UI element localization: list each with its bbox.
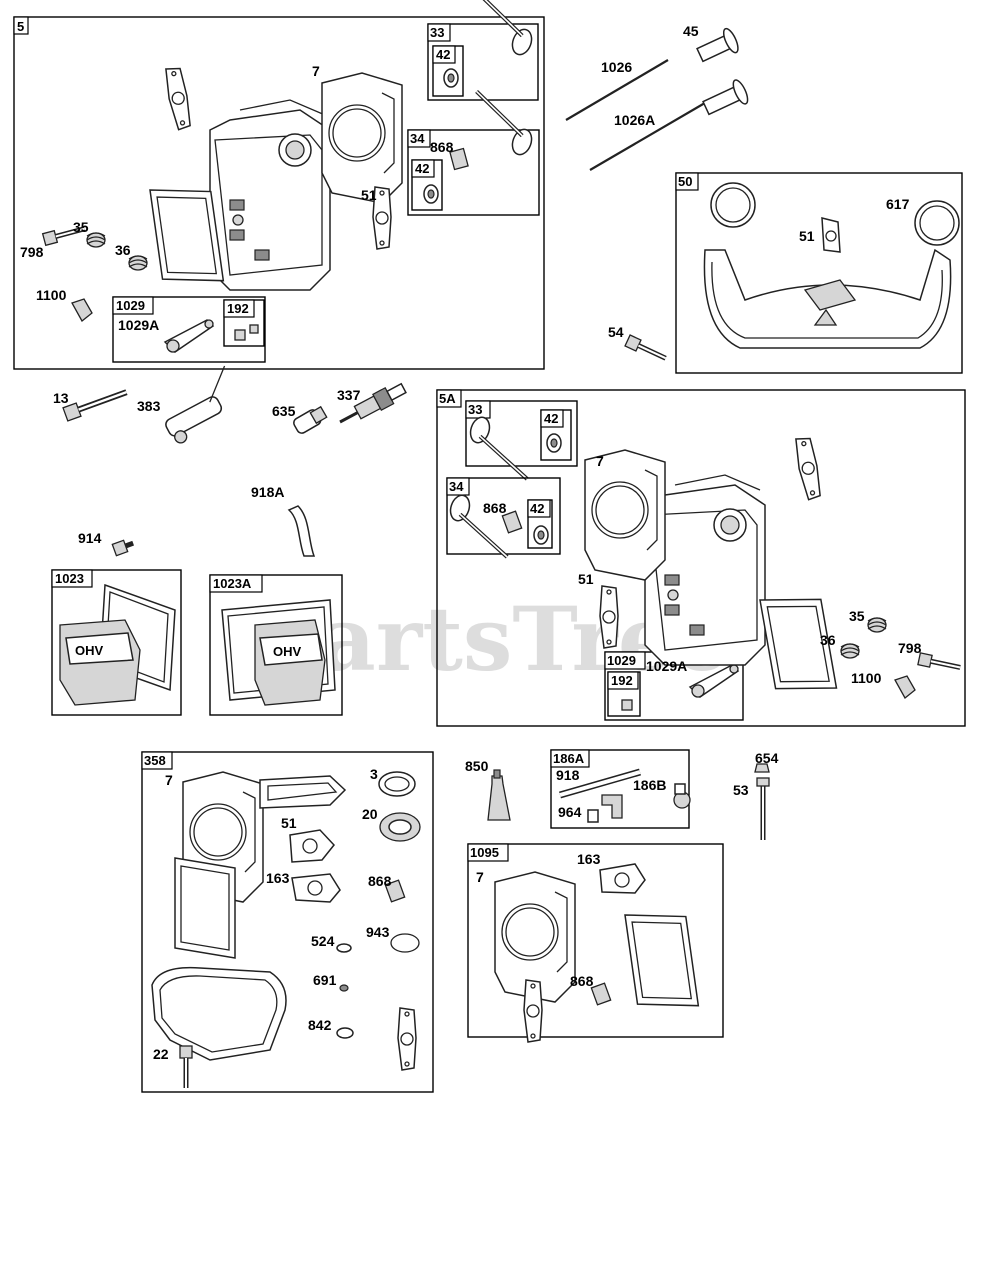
label-914: 914 [78, 530, 102, 546]
tag-5-42b: 42 [415, 161, 429, 176]
tag-1023: 1023 [55, 571, 84, 586]
label-50-617: 617 [886, 196, 910, 212]
label-358-868: 868 [368, 873, 392, 889]
label-5-868: 868 [430, 139, 454, 155]
label-5-35: 35 [73, 219, 89, 235]
label-358-163: 163 [266, 870, 290, 886]
label-54-13: 13 [53, 390, 69, 406]
label-5a-7: 7 [596, 453, 604, 469]
label-5a-1100: 1100 [851, 670, 882, 686]
label-186a-964: 964 [558, 804, 582, 820]
label-358-51: 51 [281, 815, 297, 831]
tag-5a-42a: 42 [544, 411, 558, 426]
label-337: 337 [337, 387, 361, 403]
group-1023[interactable]: 1023 OHV [51, 569, 182, 716]
group-50[interactable]: 50 617 51 [675, 172, 963, 374]
tag-5: 5 [17, 19, 24, 34]
label-1095-868: 868 [570, 973, 594, 989]
label-358-20: 20 [362, 806, 378, 822]
label-850: 850 [465, 758, 489, 774]
label-918a: 918A [251, 484, 284, 500]
tag-1095: 1095 [470, 845, 499, 860]
tag-5a-42b: 42 [530, 501, 544, 516]
group-358[interactable]: 358 7 3 20 51 163 868 524 943 691 842 22 [141, 751, 434, 1093]
label-5-51: 51 [361, 187, 377, 203]
group-1023a[interactable]: 1023A OHV [209, 574, 343, 716]
label-1026a: 1026A [614, 112, 655, 128]
tag-5-42a: 42 [436, 47, 450, 62]
cover-text-1023: OHV [75, 643, 104, 658]
group-5[interactable]: 5 33 42 34 42 1029 192 [13, 0, 545, 370]
group-186a[interactable]: 186A 918 186B 964 [550, 749, 691, 829]
label-5-7: 7 [312, 63, 320, 79]
tag-50: 50 [678, 174, 692, 189]
label-5-1100: 1100 [36, 287, 67, 303]
tag-5-34: 34 [410, 131, 425, 146]
tag-1023a: 1023A [213, 576, 252, 591]
label-186a-918: 918 [556, 767, 580, 783]
label-54: 54 [608, 324, 624, 340]
tag-5a-33: 33 [468, 402, 482, 417]
label-5a-798: 798 [898, 640, 922, 656]
bottom-loose-parts[interactable]: 850 654 53 [465, 750, 779, 840]
group-1095[interactable]: 1095 7 163 868 [467, 843, 724, 1043]
label-45: 45 [683, 23, 699, 39]
tag-358: 358 [144, 753, 166, 768]
label-5a-35: 35 [849, 608, 865, 624]
label-635: 635 [272, 403, 296, 419]
label-5a-868: 868 [483, 500, 507, 516]
label-53: 53 [733, 782, 749, 798]
tag-5a: 5A [439, 391, 456, 406]
label-358-691: 691 [313, 972, 337, 988]
label-358-842: 842 [308, 1017, 332, 1033]
tag-186a: 186A [553, 751, 585, 766]
label-358-7: 7 [165, 772, 173, 788]
tag-5a-1029: 1029 [607, 653, 636, 668]
label-358-524: 524 [311, 933, 335, 949]
middle-loose-parts[interactable]: 13 54 383 337 635 918A 914 [53, 324, 668, 557]
label-186a-186b: 186B [633, 777, 666, 793]
label-383: 383 [137, 398, 161, 414]
label-358-3: 3 [370, 766, 378, 782]
label-5a-36: 36 [820, 632, 836, 648]
label-358-22: 22 [153, 1046, 169, 1062]
label-50-51: 51 [799, 228, 815, 244]
tag-5-192: 192 [227, 301, 249, 316]
label-5a-51: 51 [578, 571, 594, 587]
tag-5a-34: 34 [449, 479, 464, 494]
tag-5-33: 33 [430, 25, 444, 40]
tag-5a-192: 192 [611, 673, 633, 688]
group-5a[interactable]: 5A 33 42 34 42 1029 192 7 [436, 389, 966, 727]
label-5-798: 798 [20, 244, 44, 260]
label-1026: 1026 [601, 59, 632, 75]
label-654: 654 [755, 750, 779, 766]
top-loose-parts[interactable]: 45 1026 1026A [565, 23, 750, 171]
label-358-943: 943 [366, 924, 390, 940]
label-5a-1029a: 1029A [646, 658, 687, 674]
label-5-36: 36 [115, 242, 131, 258]
label-1095-163: 163 [577, 851, 601, 867]
tag-5-1029: 1029 [116, 298, 145, 313]
cover-text-1023a: OHV [273, 644, 302, 659]
label-5-1029a: 1029A [118, 317, 159, 333]
label-1095-7: 7 [476, 869, 484, 885]
